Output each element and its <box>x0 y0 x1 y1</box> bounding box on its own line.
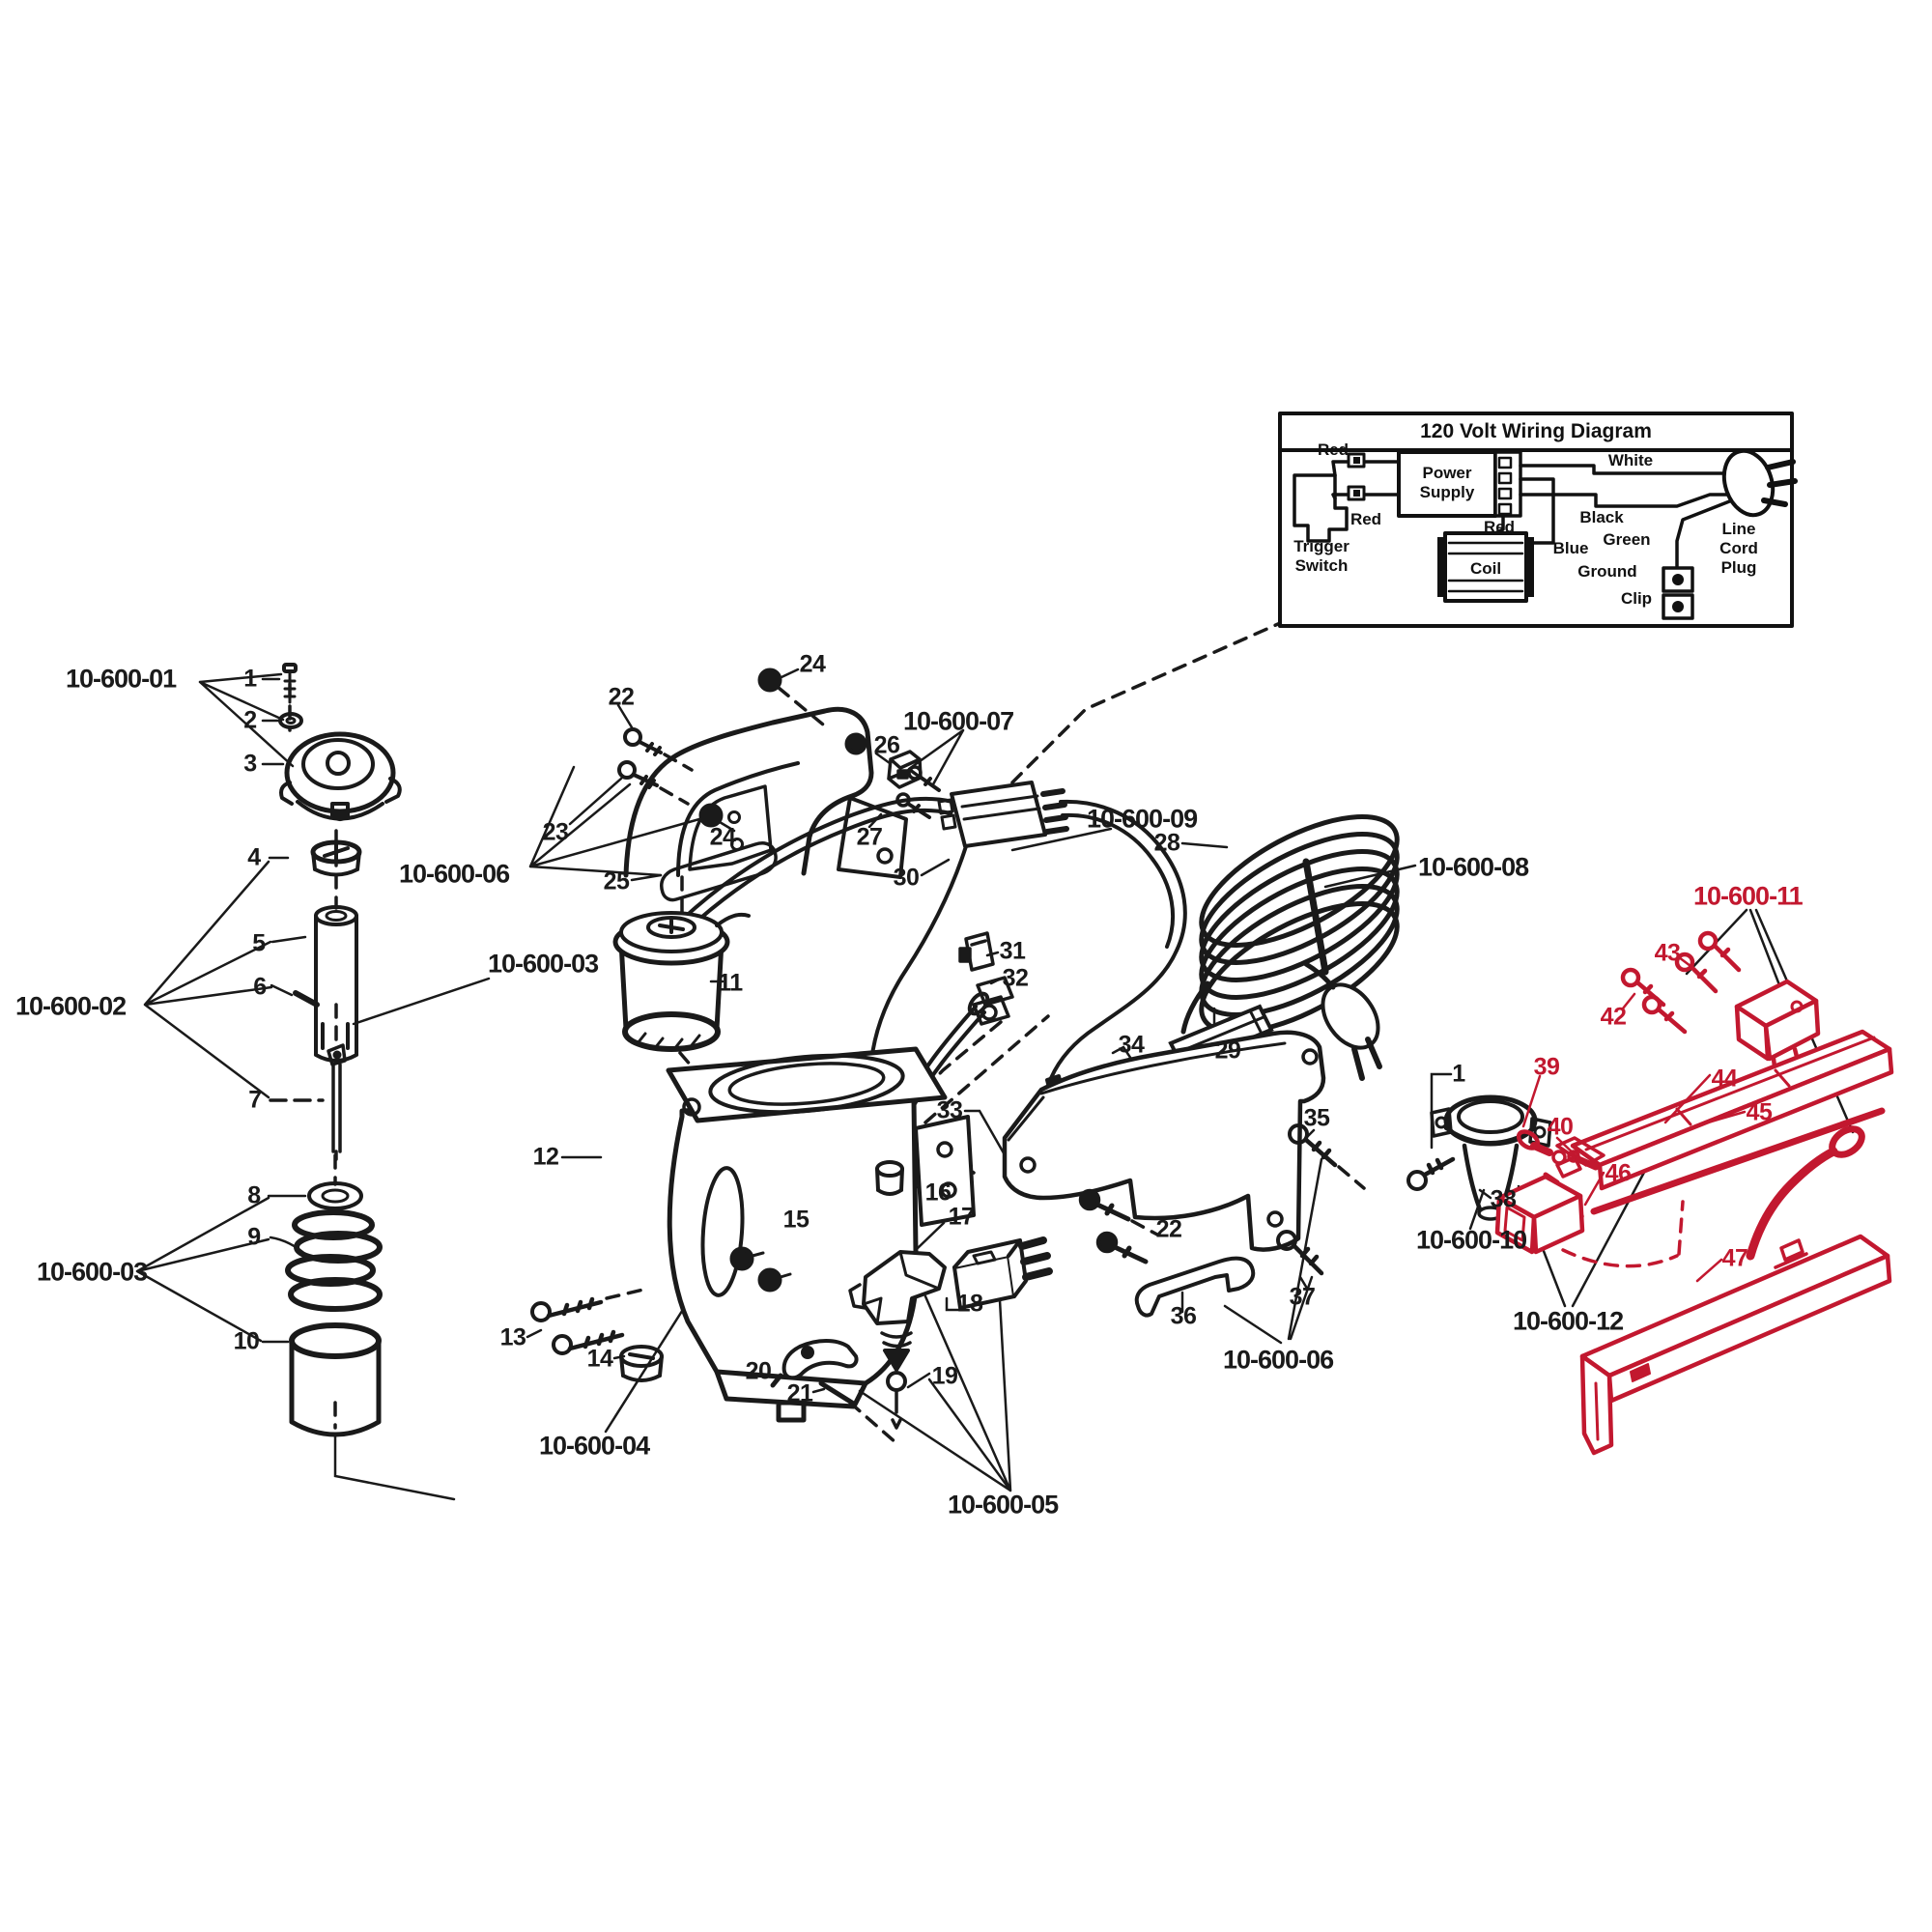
guard-bracket <box>1002 1030 1338 1318</box>
callout-45: 45 <box>1746 1098 1773 1126</box>
wiring-label-power-supply: Power Supply <box>1419 464 1475 501</box>
callout-17: 17 <box>948 1203 975 1231</box>
wiring-label-red: Red <box>1350 510 1382 528</box>
assembly-label-10-600-07: 10-600-07 <box>903 706 1014 736</box>
callout-31: 31 <box>999 937 1026 965</box>
callout-35: 35 <box>1303 1104 1330 1132</box>
callout-22: 22 <box>608 683 635 711</box>
callout-32: 32 <box>1002 964 1029 992</box>
callout-1: 1 <box>243 665 257 693</box>
callout-12: 12 <box>532 1143 559 1171</box>
wiring-label-trigger-switch: Trigger Switch <box>1293 537 1350 575</box>
callout-15: 15 <box>782 1206 810 1234</box>
callout-29: 29 <box>1214 1037 1241 1065</box>
callout-6: 6 <box>253 973 267 1001</box>
callout-25: 25 <box>603 867 630 895</box>
callout-40: 40 <box>1547 1113 1574 1141</box>
wiring-label-coil: Coil <box>1466 559 1505 579</box>
wiring-label-blue: Blue <box>1552 539 1589 557</box>
wiring-label-red: Red <box>1317 440 1350 459</box>
callout-44: 44 <box>1711 1065 1738 1093</box>
callout-37: 37 <box>1289 1283 1316 1311</box>
callout-13: 13 <box>499 1323 526 1351</box>
callout-42: 42 <box>1600 1003 1627 1031</box>
assembly-label-10-600-09: 10-600-09 <box>1087 804 1198 834</box>
callout-2: 2 <box>243 706 257 734</box>
wiring-diagram-title: 120 Volt Wiring Diagram <box>1420 420 1652 442</box>
callout-22: 22 <box>1155 1215 1182 1243</box>
callout-5: 5 <box>252 929 266 957</box>
callout-39: 39 <box>1533 1053 1560 1081</box>
callout-20: 20 <box>745 1357 772 1385</box>
callout-28: 28 <box>1153 829 1180 857</box>
callout-21: 21 <box>786 1379 813 1407</box>
callout-24: 24 <box>799 650 826 678</box>
wiring-label-white: White <box>1607 451 1654 469</box>
callout-43: 43 <box>1654 939 1681 967</box>
handle-assembly <box>617 668 908 902</box>
assembly-label-10-600-03: 10-600-03 <box>37 1257 148 1287</box>
callout-23: 23 <box>542 818 569 846</box>
wiring-label-ground: Ground <box>1577 562 1637 581</box>
callout-18: 18 <box>956 1290 983 1318</box>
callout-36: 36 <box>1170 1302 1197 1330</box>
callout-4: 4 <box>247 843 261 871</box>
assembly-label-10-600-06: 10-600-06 <box>1223 1345 1334 1375</box>
wiring-diagram-art <box>1278 412 1798 628</box>
assembly-label-10-600-03: 10-600-03 <box>488 949 599 979</box>
wiring-label-red: Red <box>1483 518 1516 536</box>
field-coil <box>612 911 751 1052</box>
callout-38: 38 <box>1490 1185 1517 1213</box>
callout-7: 7 <box>248 1086 262 1114</box>
trigger-valve-parts <box>770 1160 1053 1430</box>
callout-33: 33 <box>936 1096 963 1124</box>
assembly-label-10-600-08: 10-600-08 <box>1418 852 1529 882</box>
wiring-label-clip: Clip <box>1620 589 1653 608</box>
callout-34: 34 <box>1118 1031 1145 1059</box>
assembly-label-10-600-06: 10-600-06 <box>399 859 510 889</box>
callout-8: 8 <box>247 1181 261 1209</box>
assembly-label-10-600-10: 10-600-10 <box>1416 1225 1527 1255</box>
assembly-label-10-600-04: 10-600-04 <box>539 1431 650 1461</box>
wire-harness <box>680 781 1187 1097</box>
callout-30: 30 <box>893 864 920 892</box>
callout-9: 9 <box>247 1223 261 1251</box>
callout-46: 46 <box>1605 1159 1632 1187</box>
cord-clips <box>958 931 1014 1026</box>
assembly-label-10-600-02: 10-600-02 <box>15 991 127 1021</box>
callout-26: 26 <box>873 731 900 759</box>
callout-11: 11 <box>718 969 743 997</box>
callout-24: 24 <box>709 823 736 851</box>
wiring-label-green: Green <box>1603 530 1651 549</box>
assembly-label-10-600-12: 10-600-12 <box>1513 1306 1624 1336</box>
callout-27: 27 <box>856 823 883 851</box>
callout-3: 3 <box>243 750 257 778</box>
magazine-assembly-red <box>1494 930 1894 1456</box>
assembly-label-10-600-05: 10-600-05 <box>948 1490 1059 1520</box>
callout-47: 47 <box>1721 1244 1748 1272</box>
wiring-label-black: Black <box>1579 508 1624 526</box>
callout-19: 19 <box>931 1362 958 1390</box>
link-parts-26-27 <box>887 750 941 819</box>
wiring-label-line-cord-plug: Line Cord Plug <box>1719 520 1758 577</box>
left-column-parts <box>278 663 402 1437</box>
callout-1: 1 <box>1452 1060 1465 1088</box>
assembly-label-10-600-01: 10-600-01 <box>66 664 177 694</box>
callout-10: 10 <box>233 1327 260 1355</box>
assembly-label-10-600-11: 10-600-11 <box>1693 881 1804 911</box>
callout-16: 16 <box>924 1179 952 1207</box>
callout-14: 14 <box>586 1345 613 1373</box>
